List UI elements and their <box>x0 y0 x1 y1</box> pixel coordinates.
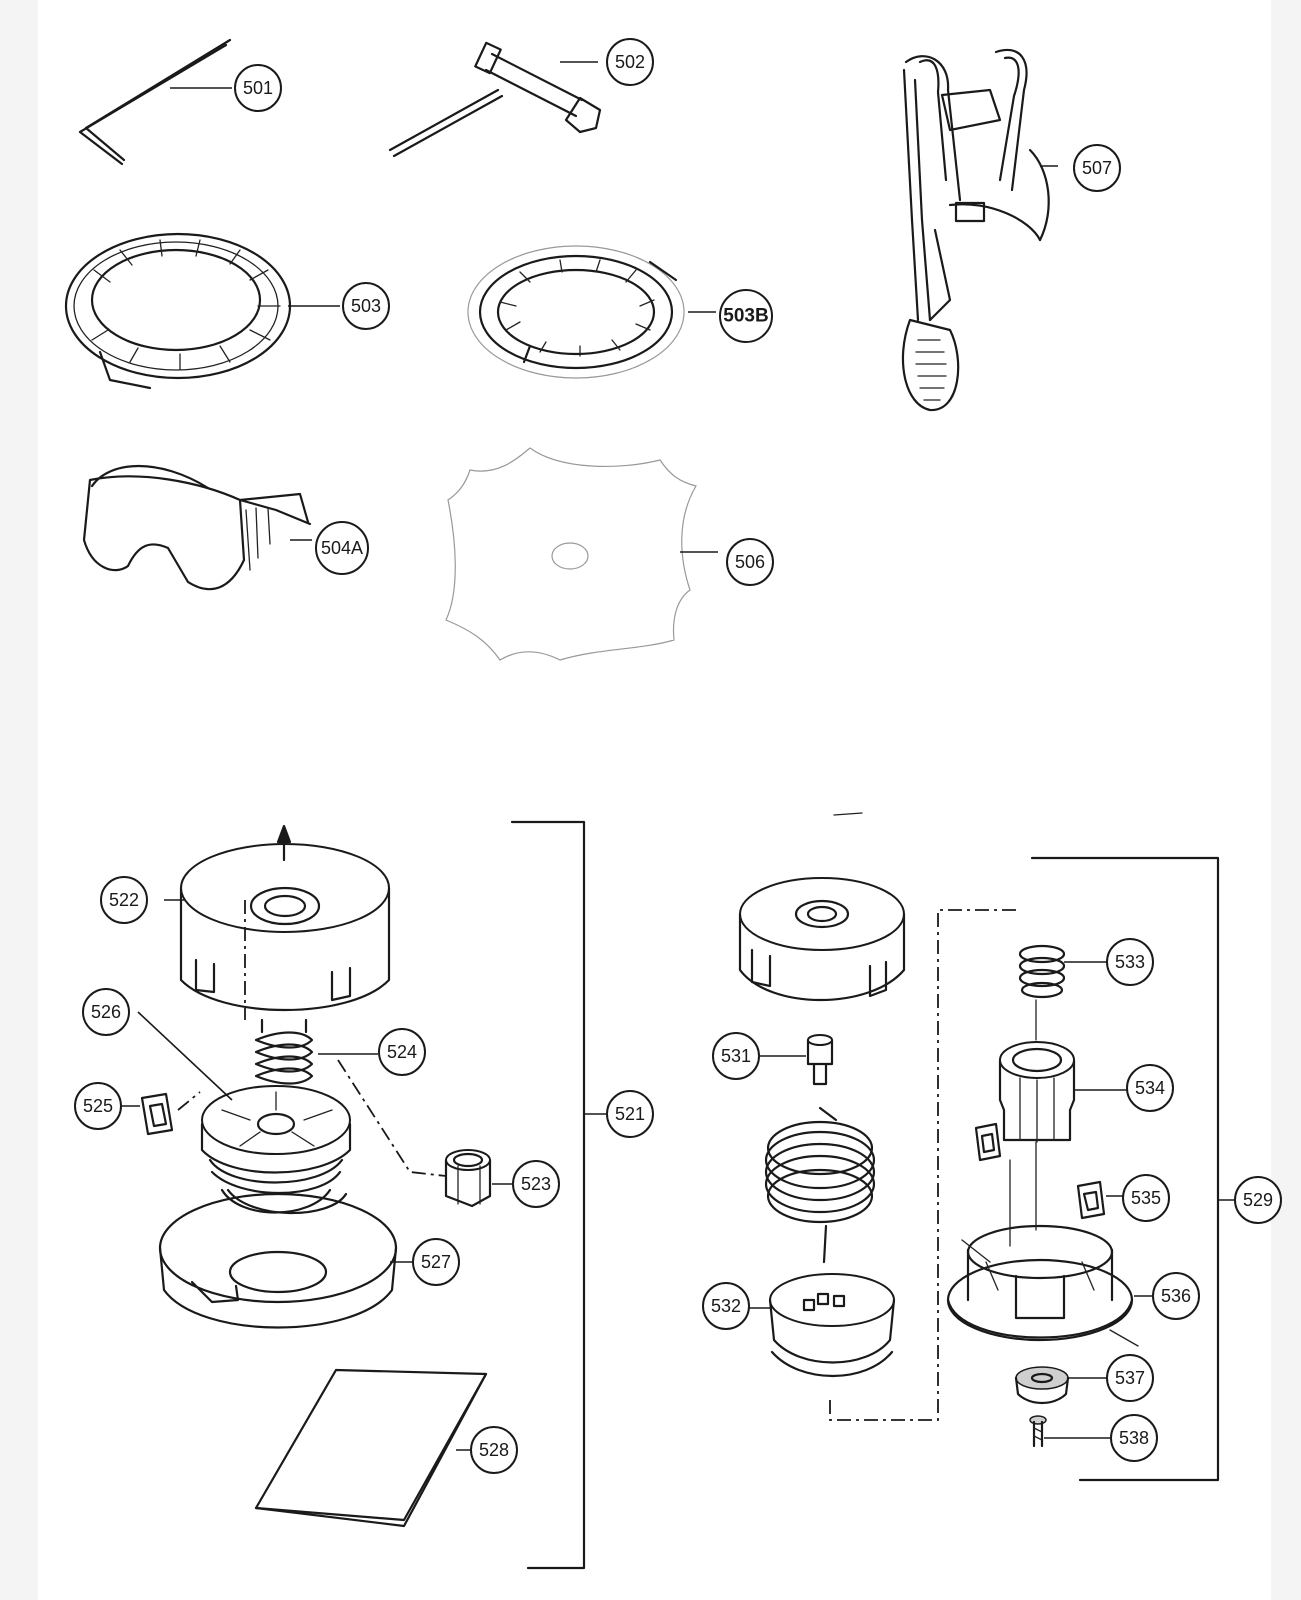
screw-538-drawing <box>1029 1415 1112 1448</box>
callout-label-506: 506 <box>735 552 765 572</box>
blade-drawing <box>445 447 718 661</box>
callout-label-535: 535 <box>1131 1188 1161 1208</box>
spool-532-drawing <box>748 909 1020 1421</box>
ring-503b-drawing <box>467 245 716 379</box>
ring-503-drawing <box>64 232 340 390</box>
callout-label-528: 528 <box>479 1440 509 1460</box>
callout-535: 535 <box>1122 1174 1170 1222</box>
callout-521: 521 <box>606 1090 654 1138</box>
callout-label-532: 532 <box>711 1296 741 1316</box>
bracket-521 <box>510 820 610 1570</box>
hex-key-drawing <box>78 38 232 166</box>
callout-537: 537 <box>1106 1354 1154 1402</box>
callout-501: 501 <box>234 64 282 112</box>
eyelet-525-drawing <box>120 1091 201 1136</box>
callout-label-501: 501 <box>243 78 273 98</box>
callout-label-531: 531 <box>721 1046 751 1066</box>
callout-label-526: 526 <box>91 1002 121 1022</box>
callout-523: 523 <box>512 1160 560 1208</box>
callout-531: 531 <box>712 1032 760 1080</box>
callout-503: 503 <box>342 282 390 330</box>
callout-536: 536 <box>1152 1272 1200 1320</box>
callout-label-534: 534 <box>1135 1078 1165 1098</box>
nut-523-drawing <box>337 1059 514 1208</box>
callout-label-504a: 504A <box>321 538 363 558</box>
callout-534: 534 <box>1126 1064 1174 1112</box>
callout-506: 506 <box>726 538 774 586</box>
callout-label-536: 536 <box>1161 1286 1191 1306</box>
spool-cap-529-drawing <box>738 877 906 1001</box>
callout-528: 528 <box>470 1426 518 1474</box>
manual-528-drawing <box>254 1368 488 1528</box>
spool-cap-522-drawing <box>164 824 391 1020</box>
knob-537-drawing <box>1014 1366 1108 1405</box>
callout-504a: 504A <box>315 521 369 575</box>
spring-524-drawing <box>254 1018 378 1085</box>
callout-label-524: 524 <box>387 1042 417 1062</box>
callout-label-537: 537 <box>1115 1368 1145 1388</box>
callout-label-533: 533 <box>1115 952 1145 972</box>
callout-522: 522 <box>100 876 148 924</box>
callout-507: 507 <box>1073 144 1121 192</box>
housing-527-drawing <box>158 1188 416 1329</box>
callout-label-527: 527 <box>421 1252 451 1272</box>
callout-533: 533 <box>1106 938 1154 986</box>
callout-label-507: 507 <box>1082 158 1112 178</box>
callout-526: 526 <box>82 988 130 1036</box>
callout-524: 524 <box>378 1028 426 1076</box>
callout-538: 538 <box>1110 1414 1158 1462</box>
callout-label-503: 503 <box>351 296 381 316</box>
callout-label-503b: 503B <box>723 306 768 327</box>
callout-label-521: 521 <box>615 1104 645 1124</box>
harness-drawing <box>901 49 1058 412</box>
safety-glasses-drawing <box>82 464 312 591</box>
callout-532: 532 <box>702 1282 750 1330</box>
line-coil-drawing <box>764 1106 876 1264</box>
callout-503b: 503B <box>719 289 773 343</box>
callout-502: 502 <box>606 38 654 86</box>
callout-label-525: 525 <box>83 1096 113 1116</box>
callout-label-502: 502 <box>615 52 645 72</box>
housing-536-drawing <box>946 1141 1156 1347</box>
callout-label-529: 529 <box>1243 1190 1273 1210</box>
callout-label-523: 523 <box>521 1174 551 1194</box>
callout-label-522: 522 <box>109 890 139 910</box>
bolt-531-drawing <box>758 1034 834 1086</box>
callout-529: 529 <box>1234 1176 1282 1224</box>
callout-label-538: 538 <box>1119 1428 1149 1448</box>
t-wrench-drawing <box>388 41 602 158</box>
callout-527: 527 <box>412 1238 460 1286</box>
callout-525: 525 <box>74 1082 122 1130</box>
adapter-534-drawing <box>998 999 1128 1143</box>
eyelet-535-drawing <box>974 1122 1124 1220</box>
spring-533-drawing <box>1018 944 1108 999</box>
